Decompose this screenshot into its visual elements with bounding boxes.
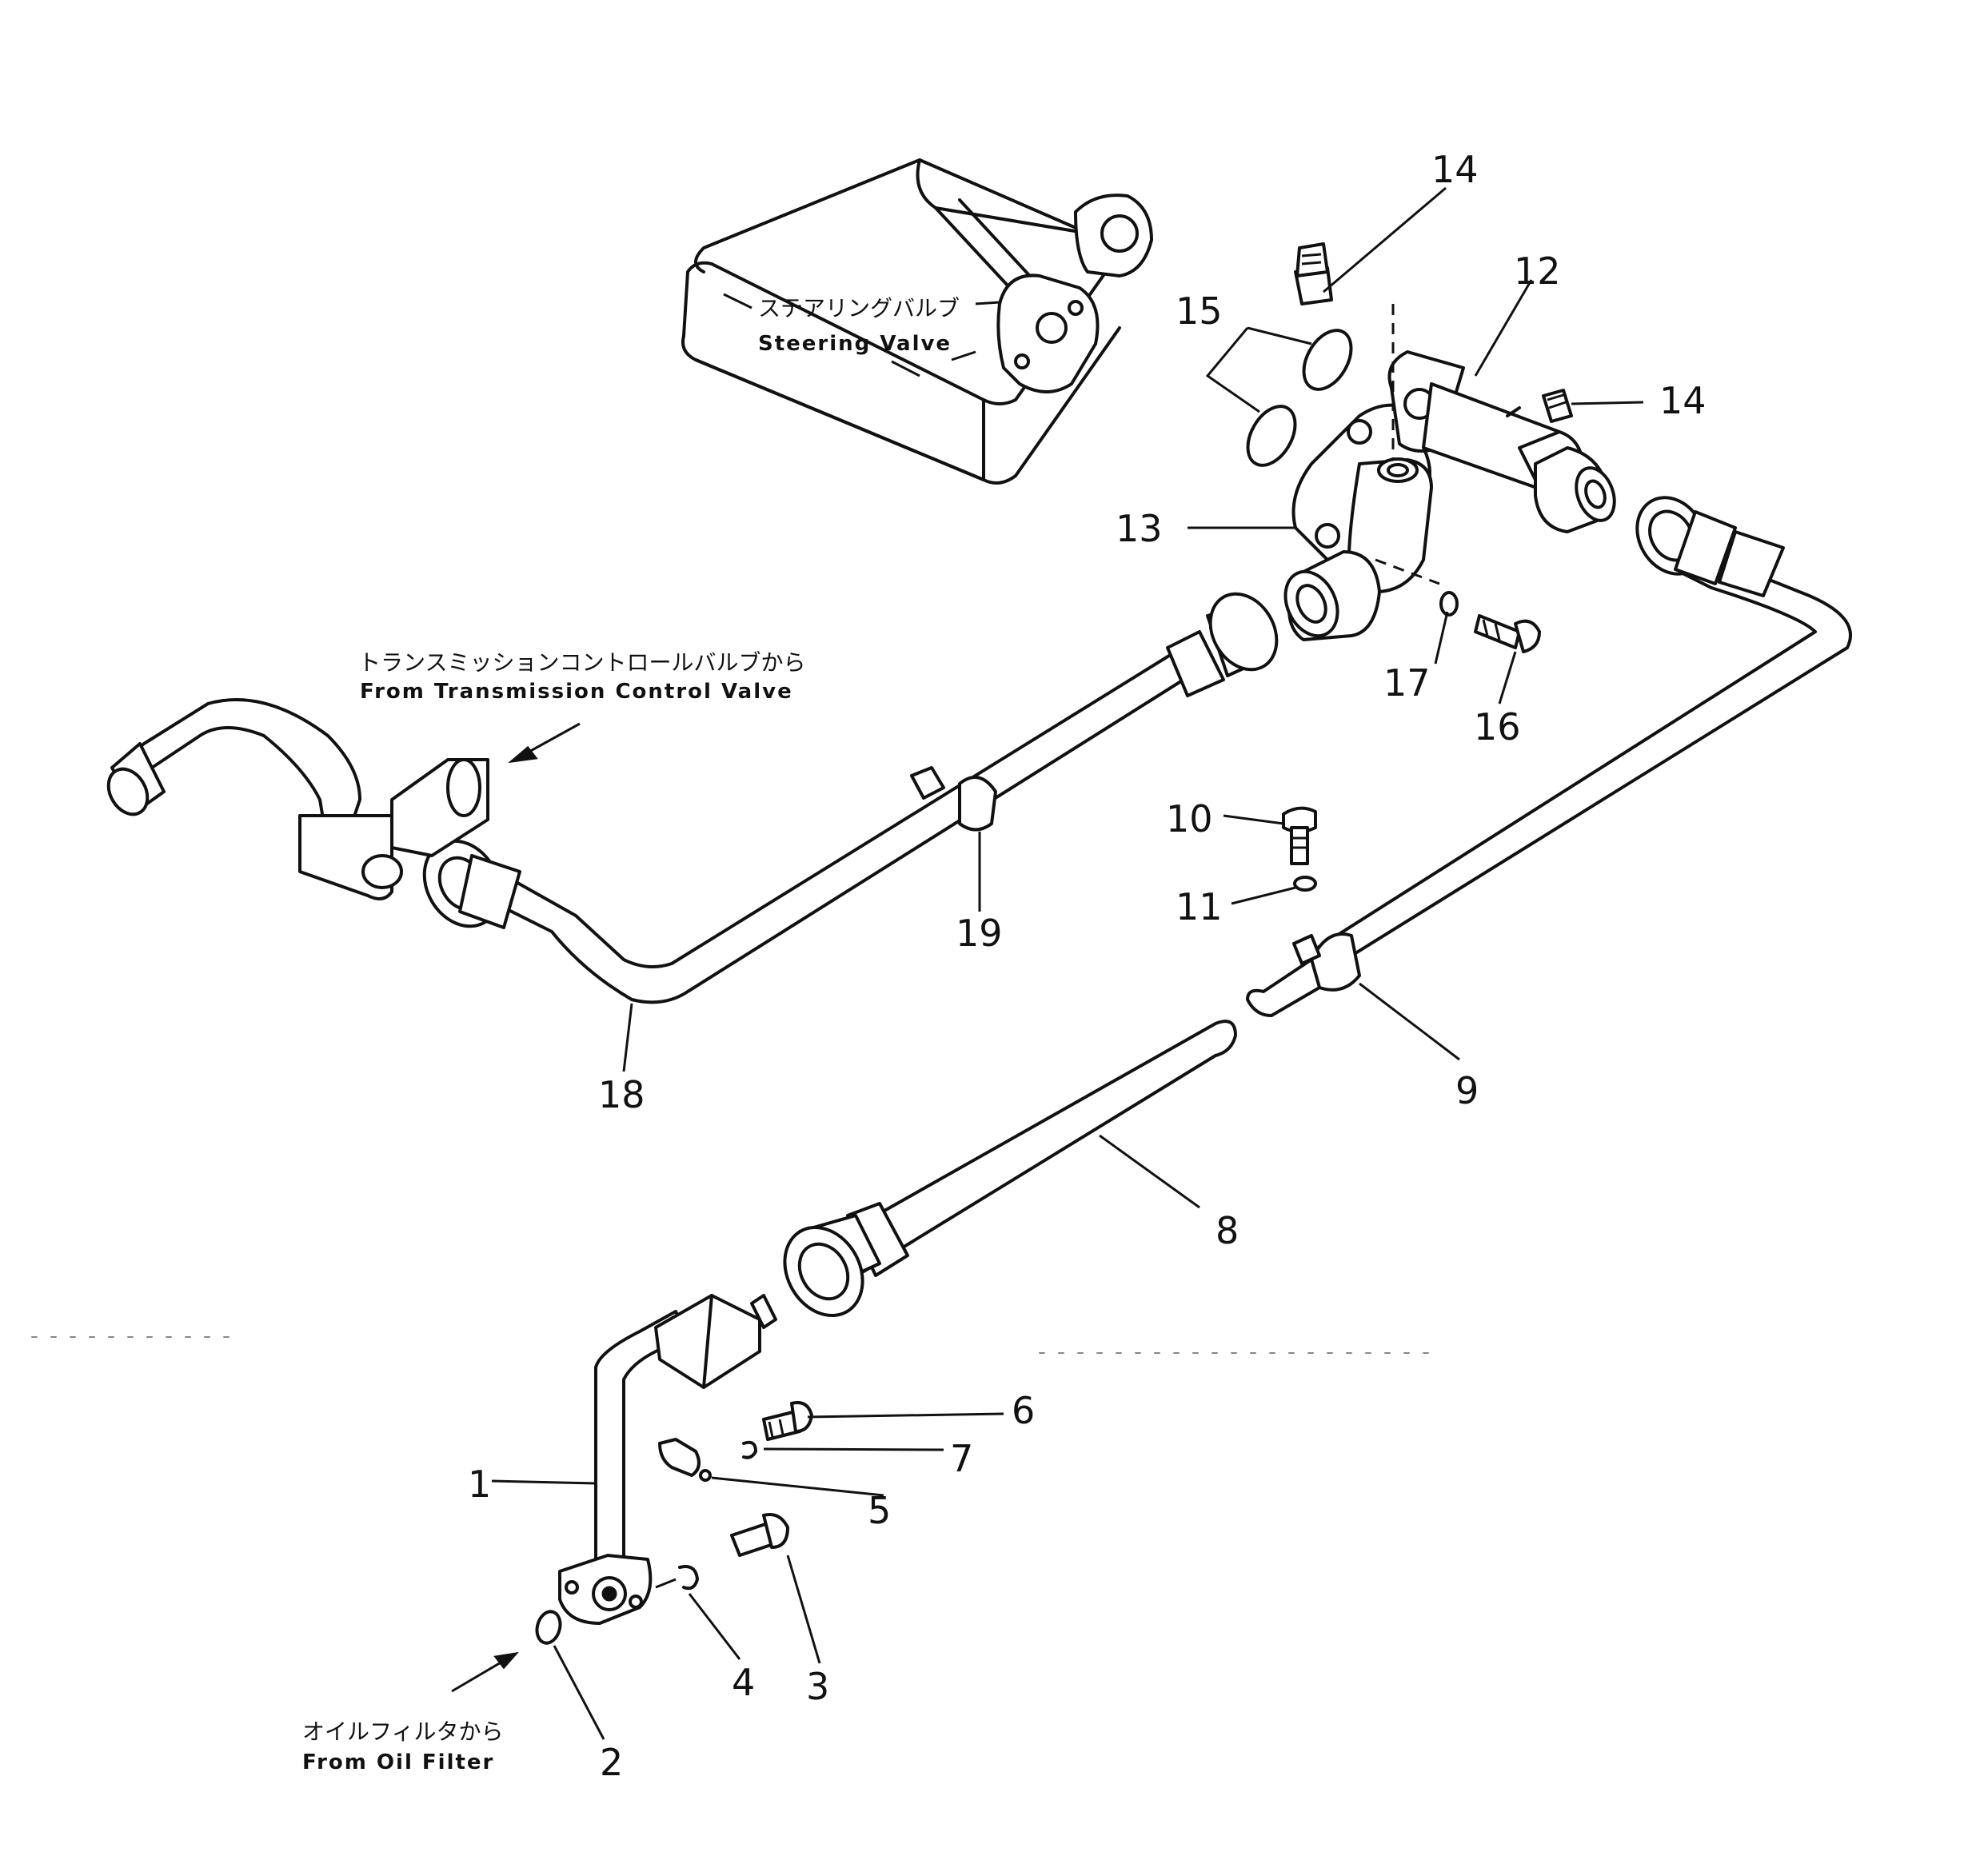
part-number-2: 2 (600, 1741, 623, 1784)
tube-1 (558, 1294, 777, 1625)
o-rings (1205, 326, 1353, 467)
part-number-3: 3 (806, 1665, 829, 1708)
part-numbers: 14 12 15 14 13 17 16 10 11 19 18 9 8 6 7… (468, 148, 1707, 1784)
part-number-14-top: 14 (1431, 148, 1479, 191)
elbow-13 (1283, 403, 1440, 641)
hose-9 (1246, 496, 1852, 1017)
transmission-fitting: トランスミッションコントロールバルブから From Transmission C… (106, 649, 805, 900)
part-number-9: 9 (1455, 1069, 1479, 1112)
transmission-label-jp: トランスミッションコントロールバルブから (358, 649, 805, 676)
transmission-label-en: From Transmission Control Valve (360, 680, 793, 704)
oil-filter-label-en: From Oil Filter (302, 1750, 494, 1774)
part-number-1: 1 (468, 1463, 491, 1506)
oil-filter-callout: オイルフィルタから From Oil Filter (302, 1651, 519, 1774)
part-number-10: 10 (1166, 797, 1213, 840)
part-number-8: 8 (1216, 1209, 1239, 1252)
part-number-17: 17 (1383, 661, 1431, 704)
part-number-12: 12 (1514, 249, 1561, 293)
part-number-4: 4 (732, 1661, 755, 1704)
steering-valve-label-jp: ステアリングバルブ (758, 295, 960, 321)
part-number-13: 13 (1116, 507, 1163, 550)
part-number-19: 19 (956, 912, 1003, 955)
steering-valve: ステアリングバルブ Steering Valve (681, 158, 1153, 485)
hose-8 (783, 1020, 1237, 1318)
bolt-16 (1439, 591, 1541, 653)
steering-valve-label-en: Steering Valve (758, 332, 952, 356)
part-number-18: 18 (598, 1073, 645, 1116)
hose-18 (422, 592, 1279, 1004)
part-number-5: 5 (868, 1489, 891, 1532)
part-number-11: 11 (1176, 885, 1223, 928)
part-number-14-right: 14 (1659, 379, 1707, 422)
part-number-16: 16 (1474, 705, 1521, 748)
part-number-15: 15 (1176, 289, 1223, 333)
leader-lines (491, 186, 1644, 1740)
connector-12 (1387, 350, 1616, 533)
plug-14-top (1294, 242, 1395, 460)
small-parts (535, 1401, 813, 1645)
oil-filter-label-jp: オイルフィルタから (302, 1718, 503, 1745)
plug-14-right (1542, 389, 1573, 423)
part-number-6: 6 (1012, 1389, 1035, 1432)
part-number-7: 7 (950, 1437, 973, 1480)
bolt-10 (1282, 806, 1317, 892)
